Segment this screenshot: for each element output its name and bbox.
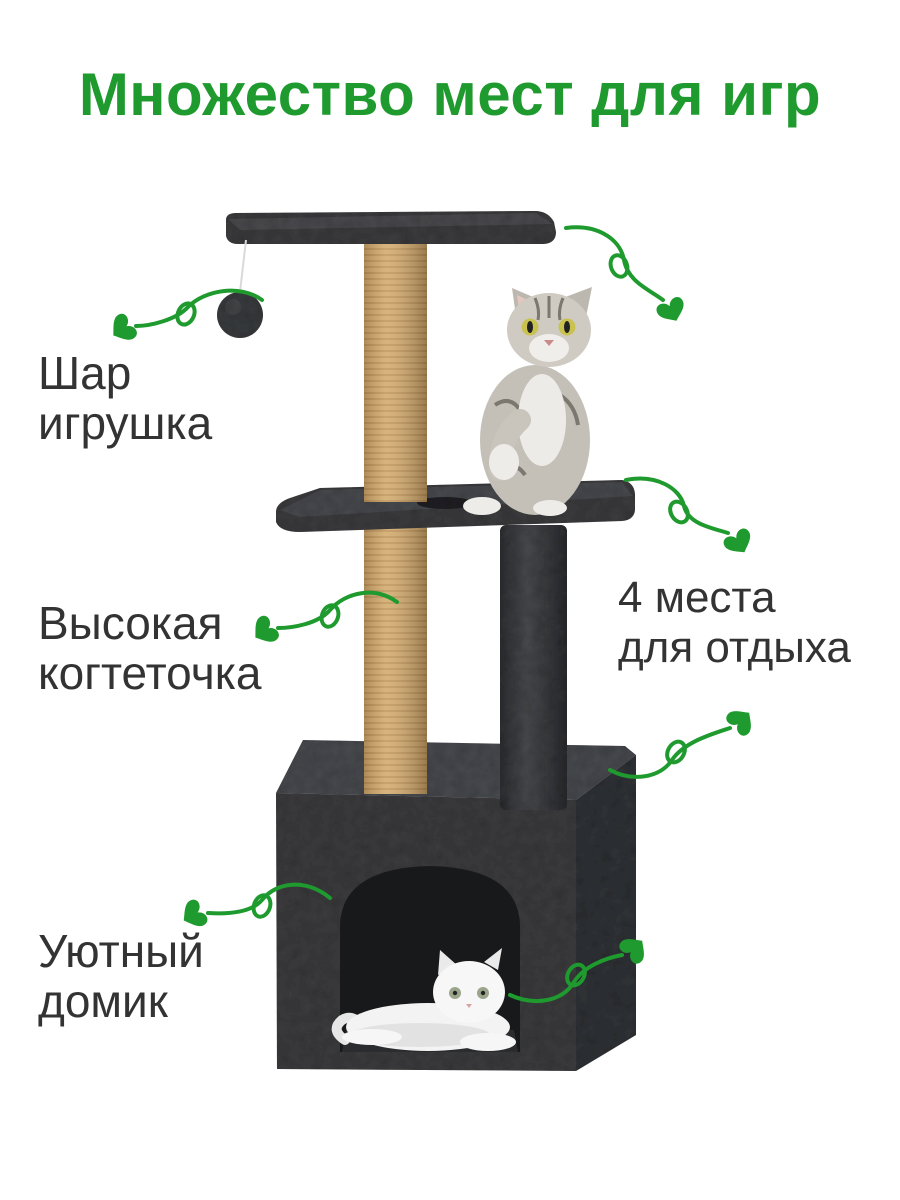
white-cat: [331, 948, 516, 1051]
callout-house-line2: домик: [38, 975, 168, 1027]
callout-arrow-house: [183, 882, 332, 927]
heart-icon: [619, 939, 644, 964]
tabby-cat: [463, 287, 592, 516]
callout-ball-line2: игрушка: [38, 397, 213, 449]
heart-icon: [656, 297, 684, 321]
callout-scratching-post: Высокая когтеточка: [38, 598, 261, 698]
callout-cozy-house: Уютный домик: [38, 926, 204, 1026]
toy-ball-string: [239, 239, 247, 293]
callout-arrow-top-platform: [564, 225, 684, 321]
callout-arrow-scratching-post: [255, 590, 399, 642]
heart-icon: [723, 528, 751, 553]
callout-post-line2: когтеточка: [38, 647, 262, 699]
heart-icon: [113, 313, 137, 340]
house-top-face: [276, 740, 636, 800]
heart-icon: [726, 711, 751, 736]
heart-icon: [255, 615, 279, 642]
callout-arrow-ball: [113, 288, 264, 340]
house-side-face: [576, 755, 636, 1071]
callout-ball-line1: Шар: [38, 347, 132, 399]
callout-arrow-middle-platform: [624, 476, 751, 553]
callout-post-line1: Высокая: [38, 597, 223, 649]
heart-icon: [183, 899, 208, 927]
lower-sisal-post: [364, 526, 427, 794]
callout-rest-places: 4 места для отдыха: [618, 573, 851, 673]
callout-ball-toy: Шар игрушка: [38, 348, 212, 448]
callout-rest-line1: 4 места: [618, 573, 776, 622]
callout-rest-line2: для отдыха: [618, 623, 851, 672]
callout-arrow-house-top: [608, 711, 751, 779]
top-platform: [226, 211, 556, 244]
upper-sisal-post: [364, 240, 427, 502]
toy-ball-icon: [217, 292, 263, 338]
page-title: Множество мест для игр: [78, 61, 822, 128]
middle-platform: [276, 480, 635, 532]
callout-arrow-house-inside: [508, 939, 644, 1003]
support-post: [500, 525, 567, 810]
callout-house-line1: Уютный: [38, 925, 204, 977]
